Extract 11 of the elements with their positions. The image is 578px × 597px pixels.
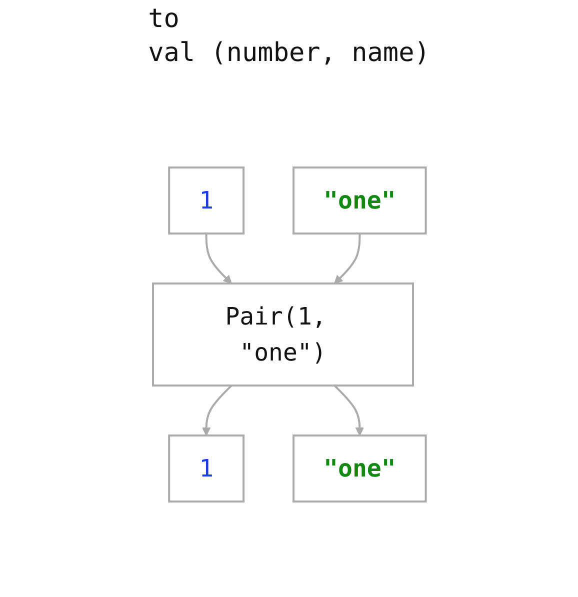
arrow [204, 234, 232, 284]
node-box: "one" [292, 434, 426, 502]
code-label: to [148, 4, 180, 34]
code-label: val (number, name) [148, 38, 430, 68]
arrow [334, 234, 360, 284]
node-box: 1 [168, 166, 244, 234]
node-box: 1 [168, 434, 244, 502]
arrow [202, 384, 232, 436]
node-box: Pair(1, "one") [152, 282, 414, 386]
arrow [333, 384, 364, 436]
node-box: "one" [292, 166, 426, 234]
